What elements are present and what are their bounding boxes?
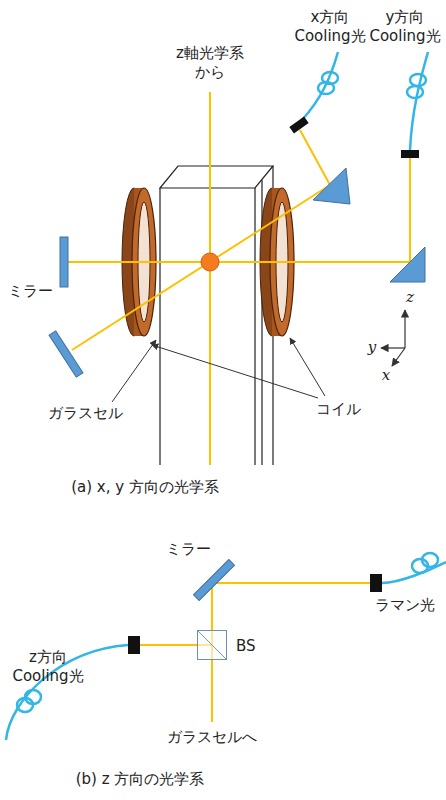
laser-beam xyxy=(140,583,370,722)
part-label: x方向 Cooling光 xyxy=(294,8,365,46)
splitter-diagonal xyxy=(198,631,226,659)
mirror xyxy=(193,559,234,600)
axis-arrow xyxy=(381,310,405,366)
part-label: ガラスセルへ xyxy=(167,728,257,747)
part-label: z方向 Cooling光 xyxy=(12,648,83,686)
part-label: y方向 Cooling光 xyxy=(369,8,440,46)
part-label: ミラー xyxy=(166,540,211,559)
figure-caption: (b) z 方向の光学系 xyxy=(76,770,205,789)
part-label: ミラー xyxy=(8,282,53,301)
node-label: BS xyxy=(236,637,256,655)
optical-fiber xyxy=(302,52,428,150)
part-label: x xyxy=(382,366,390,385)
atom-cloud xyxy=(201,253,219,271)
glass-cell xyxy=(160,166,273,465)
optical-fiber xyxy=(6,553,446,740)
part-label: コイル xyxy=(316,400,361,419)
figure-caption: (a) x, y 方向の光学系 xyxy=(71,478,219,497)
part-label: ガラスセル xyxy=(48,404,123,423)
mirror xyxy=(49,168,425,377)
part-label: z軸光学系 から xyxy=(176,44,244,82)
part-label: y xyxy=(368,338,376,357)
part-label: ラマン光 xyxy=(375,596,435,615)
collimator xyxy=(289,117,419,158)
collimator xyxy=(128,574,382,654)
beam-splitter: BS xyxy=(197,630,227,660)
leader-arrow xyxy=(112,338,325,402)
part-label: z xyxy=(406,288,414,307)
